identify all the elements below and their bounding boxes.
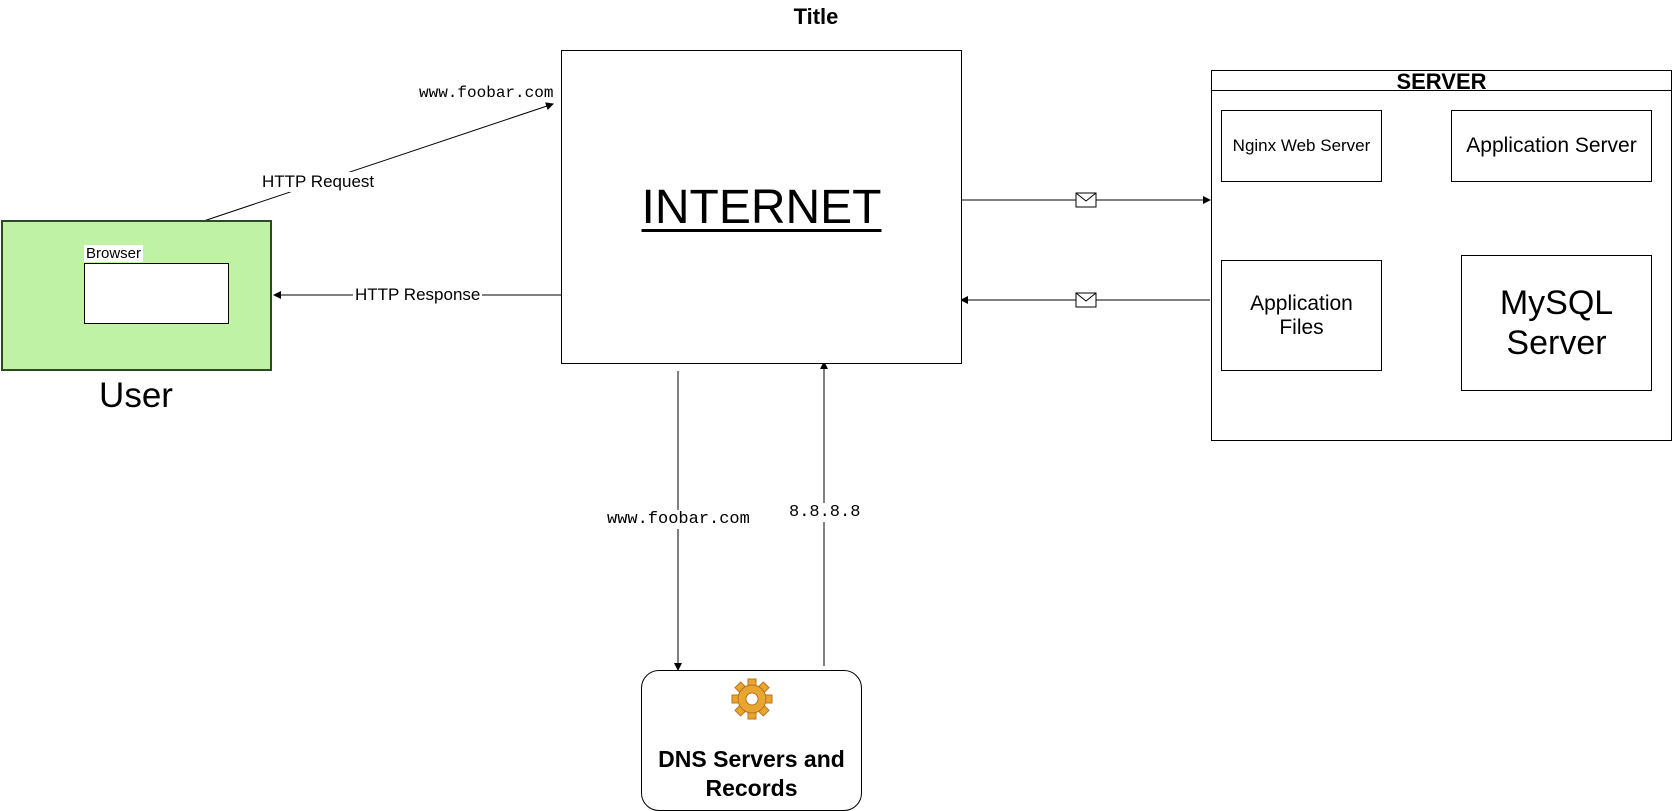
- app-server-node[interactable]: Application Server: [1451, 110, 1652, 182]
- internet-node[interactable]: INTERNET: [561, 50, 962, 364]
- envelope-icon: [1075, 292, 1097, 308]
- nginx-node[interactable]: Nginx Web Server: [1221, 110, 1382, 182]
- user-caption: User: [99, 376, 173, 415]
- mysql-node[interactable]: MySQL Server: [1461, 255, 1652, 391]
- server-title: SERVER: [1212, 71, 1671, 93]
- app-files-node[interactable]: Application Files: [1221, 260, 1382, 371]
- http-request-label: HTTP Request: [260, 172, 377, 192]
- browser-window[interactable]: [84, 263, 229, 324]
- user-node[interactable]: Browser: [1, 220, 272, 371]
- dns-node[interactable]: DNS Servers and Records: [641, 670, 862, 811]
- internet-label: INTERNET: [641, 180, 882, 234]
- dns-label: DNS Servers and Records: [658, 746, 845, 801]
- diagram-title: Title: [793, 4, 839, 29]
- browser-label: Browser: [84, 245, 144, 262]
- dns-query-label: www.foobar.com: [605, 510, 752, 529]
- http-request-domain-label: www.foobar.com: [419, 84, 554, 102]
- envelope-icon: [1075, 192, 1097, 208]
- gear-icon: [731, 678, 773, 720]
- http-response-label: HTTP Response: [353, 285, 483, 305]
- dns-answer-label: 8.8.8.8: [787, 503, 863, 522]
